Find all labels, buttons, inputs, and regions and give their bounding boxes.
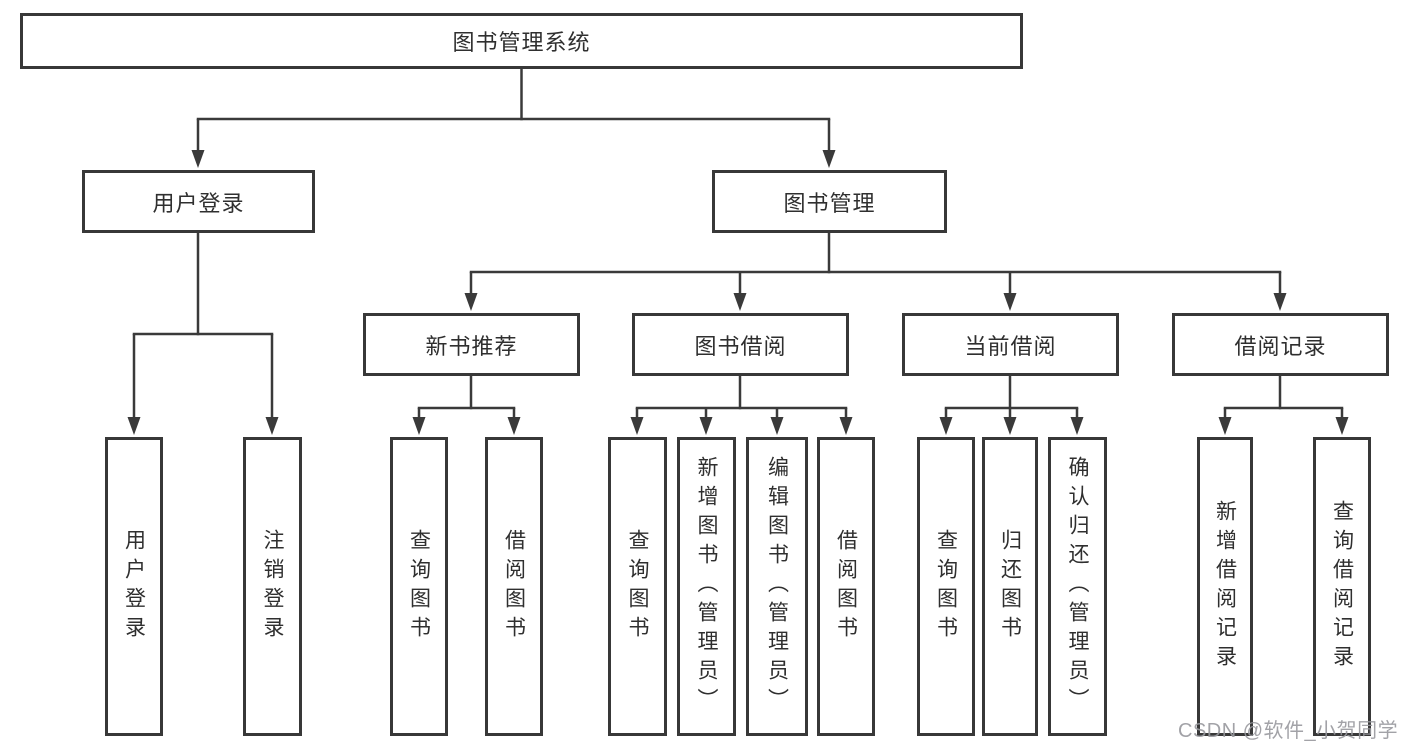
leaf-query-books-3: 查询图书 — [917, 437, 975, 736]
leaf-borrow-books-2: 借阅图书 — [817, 437, 875, 736]
leaf-query-borrow-record-label: 查询借阅记录 — [1330, 499, 1354, 674]
leaf-user-login-label: 用户登录 — [122, 528, 146, 645]
leaf-query-books-3-label: 查询图书 — [934, 528, 958, 645]
leaf-confirm-return-admin-label: 确认归还（管理员） — [1066, 456, 1089, 717]
node-book-management-label: 图书管理 — [783, 190, 876, 216]
leaf-add-borrow-record: 新增借阅记录 — [1197, 437, 1253, 736]
node-new-book-recommend: 新书推荐 — [363, 313, 580, 376]
leaf-add-books-admin: 新增图书（管理员） — [677, 437, 736, 736]
node-current-borrowing-label: 当前借阅 — [964, 333, 1057, 359]
leaf-edit-books-admin: 编辑图书（管理员） — [746, 437, 808, 736]
leaf-return-books: 归还图书 — [982, 437, 1038, 736]
connector-current-borrowing-to-children — [939, 376, 1084, 435]
leaf-query-borrow-record: 查询借阅记录 — [1313, 437, 1371, 736]
node-user-login: 用户登录 — [82, 170, 315, 233]
leaf-logout: 注销登录 — [243, 437, 302, 736]
connector-root-to-level2 — [191, 68, 836, 168]
csdn-watermark: CSDN @软件_小贺同学 — [1178, 720, 1399, 742]
leaf-return-books-label: 归还图书 — [998, 528, 1022, 645]
leaf-borrow-books-1: 借阅图书 — [485, 437, 543, 736]
leaf-borrow-books-2-label: 借阅图书 — [834, 528, 858, 645]
leaf-query-books-2: 查询图书 — [608, 437, 667, 736]
connector-user-login-to-children — [127, 233, 279, 435]
connector-book-management-to-level3 — [464, 233, 1287, 311]
node-book-borrowing: 图书借阅 — [632, 313, 849, 376]
node-new-book-recommend-label: 新书推荐 — [425, 333, 518, 359]
node-current-borrowing: 当前借阅 — [902, 313, 1119, 376]
node-borrowing-records-label: 借阅记录 — [1234, 333, 1327, 359]
leaf-add-borrow-record-label: 新增借阅记录 — [1213, 499, 1237, 674]
connector-book-borrowing-to-children — [630, 376, 853, 435]
connector-borrowing-records-to-children — [1218, 376, 1349, 435]
node-book-management: 图书管理 — [712, 170, 947, 233]
leaf-add-books-admin-label: 新增图书（管理员） — [695, 456, 718, 717]
leaf-query-books-2-label: 查询图书 — [626, 528, 649, 645]
leaf-user-login: 用户登录 — [105, 437, 163, 736]
node-borrowing-records: 借阅记录 — [1172, 313, 1389, 376]
node-library-system: 图书管理系统 — [20, 13, 1023, 69]
leaf-logout-label: 注销登录 — [261, 528, 284, 645]
node-book-borrowing-label: 图书借阅 — [694, 333, 787, 359]
leaf-query-books-1-label: 查询图书 — [407, 528, 431, 645]
leaf-edit-books-admin-label: 编辑图书（管理员） — [765, 456, 789, 717]
leaf-query-books-1: 查询图书 — [390, 437, 448, 736]
node-library-system-label: 图书管理系统 — [452, 30, 591, 55]
leaf-confirm-return-admin: 确认归还（管理员） — [1048, 437, 1107, 736]
node-user-login-label: 用户登录 — [152, 190, 245, 216]
connector-new-book-recommend-to-children — [412, 376, 521, 435]
leaf-borrow-books-1-label: 借阅图书 — [502, 528, 526, 645]
